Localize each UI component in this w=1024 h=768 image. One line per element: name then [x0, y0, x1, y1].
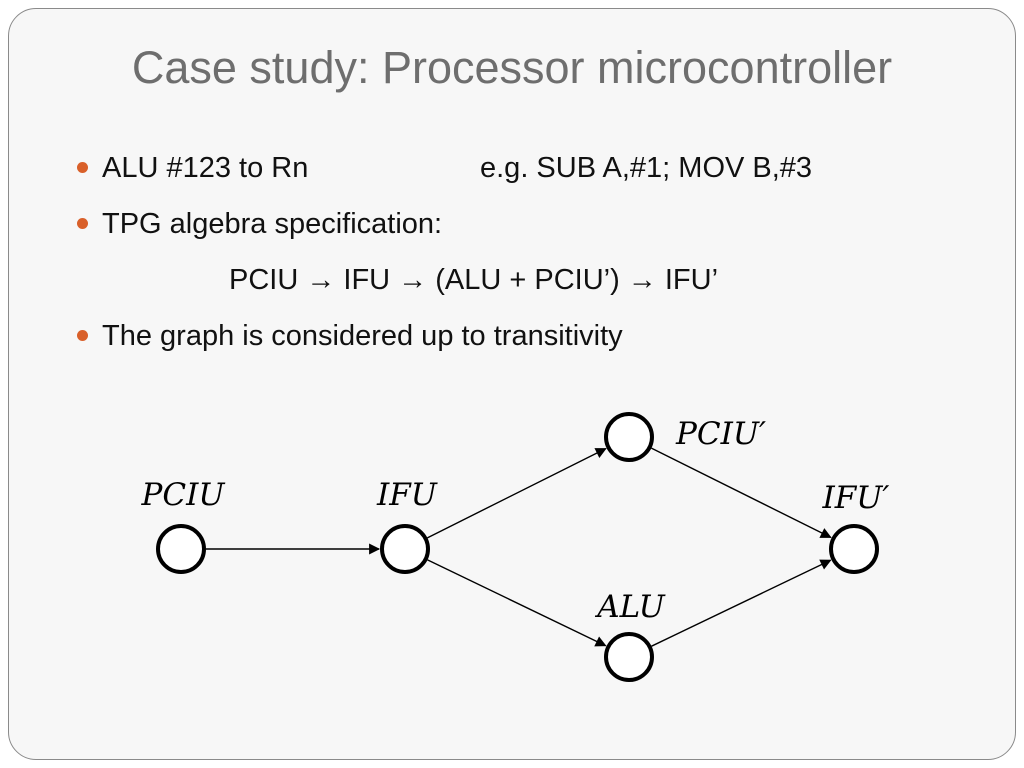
edge-pciu2-ifu2: [651, 447, 832, 539]
bullet-text: ALU #123 to Rn: [102, 152, 309, 184]
bullet-item-3: The graph is considered up to transitivi…: [77, 317, 975, 373]
node-pciu2: [604, 412, 654, 462]
node-label-pciu: PCIU: [141, 477, 226, 513]
bullet-item-2: TPG algebra specification:: [77, 205, 975, 261]
bullet-dot-icon: [77, 330, 88, 341]
node-label-ifu2: IFU′: [822, 480, 890, 516]
bullet-example: e.g. SUB A,#1; MOV B,#3: [480, 152, 813, 184]
bullet-text: TPG algebra specification:: [102, 208, 443, 240]
edge-ifu-pciu2: [427, 448, 607, 539]
node-label-ifu: IFU: [376, 477, 438, 513]
nodes-layer: PCIU IFU PCIU′ ALU IFU′: [141, 412, 890, 682]
bullet-list: ALU #123 to Rn e.g. SUB A,#1; MOV B,#3 T…: [77, 149, 975, 373]
node-label-pciu2: PCIU′: [675, 416, 766, 452]
bullet-dot-icon: [77, 218, 88, 229]
node-ifu2: [829, 524, 879, 574]
node-pciu: [156, 524, 206, 574]
edges-layer: [206, 447, 832, 647]
algebra-formula: PCIU → IFU → (ALU + PCIU’) → IFU’: [229, 264, 719, 296]
bullet-dot-icon: [77, 162, 88, 173]
node-label-alu: ALU: [594, 589, 665, 625]
node-alu: [604, 632, 654, 682]
node-ifu: [380, 524, 430, 574]
slide: Case study: Processor microcontroller AL…: [8, 8, 1016, 760]
bullet-text: The graph is considered up to transitivi…: [102, 320, 623, 352]
edge-alu-ifu2: [651, 559, 832, 647]
edge-ifu-alu: [427, 559, 607, 647]
slide-title: Case study: Processor microcontroller: [131, 42, 893, 93]
bullet-item-1: ALU #123 to Rn e.g. SUB A,#1; MOV B,#3: [77, 149, 975, 205]
